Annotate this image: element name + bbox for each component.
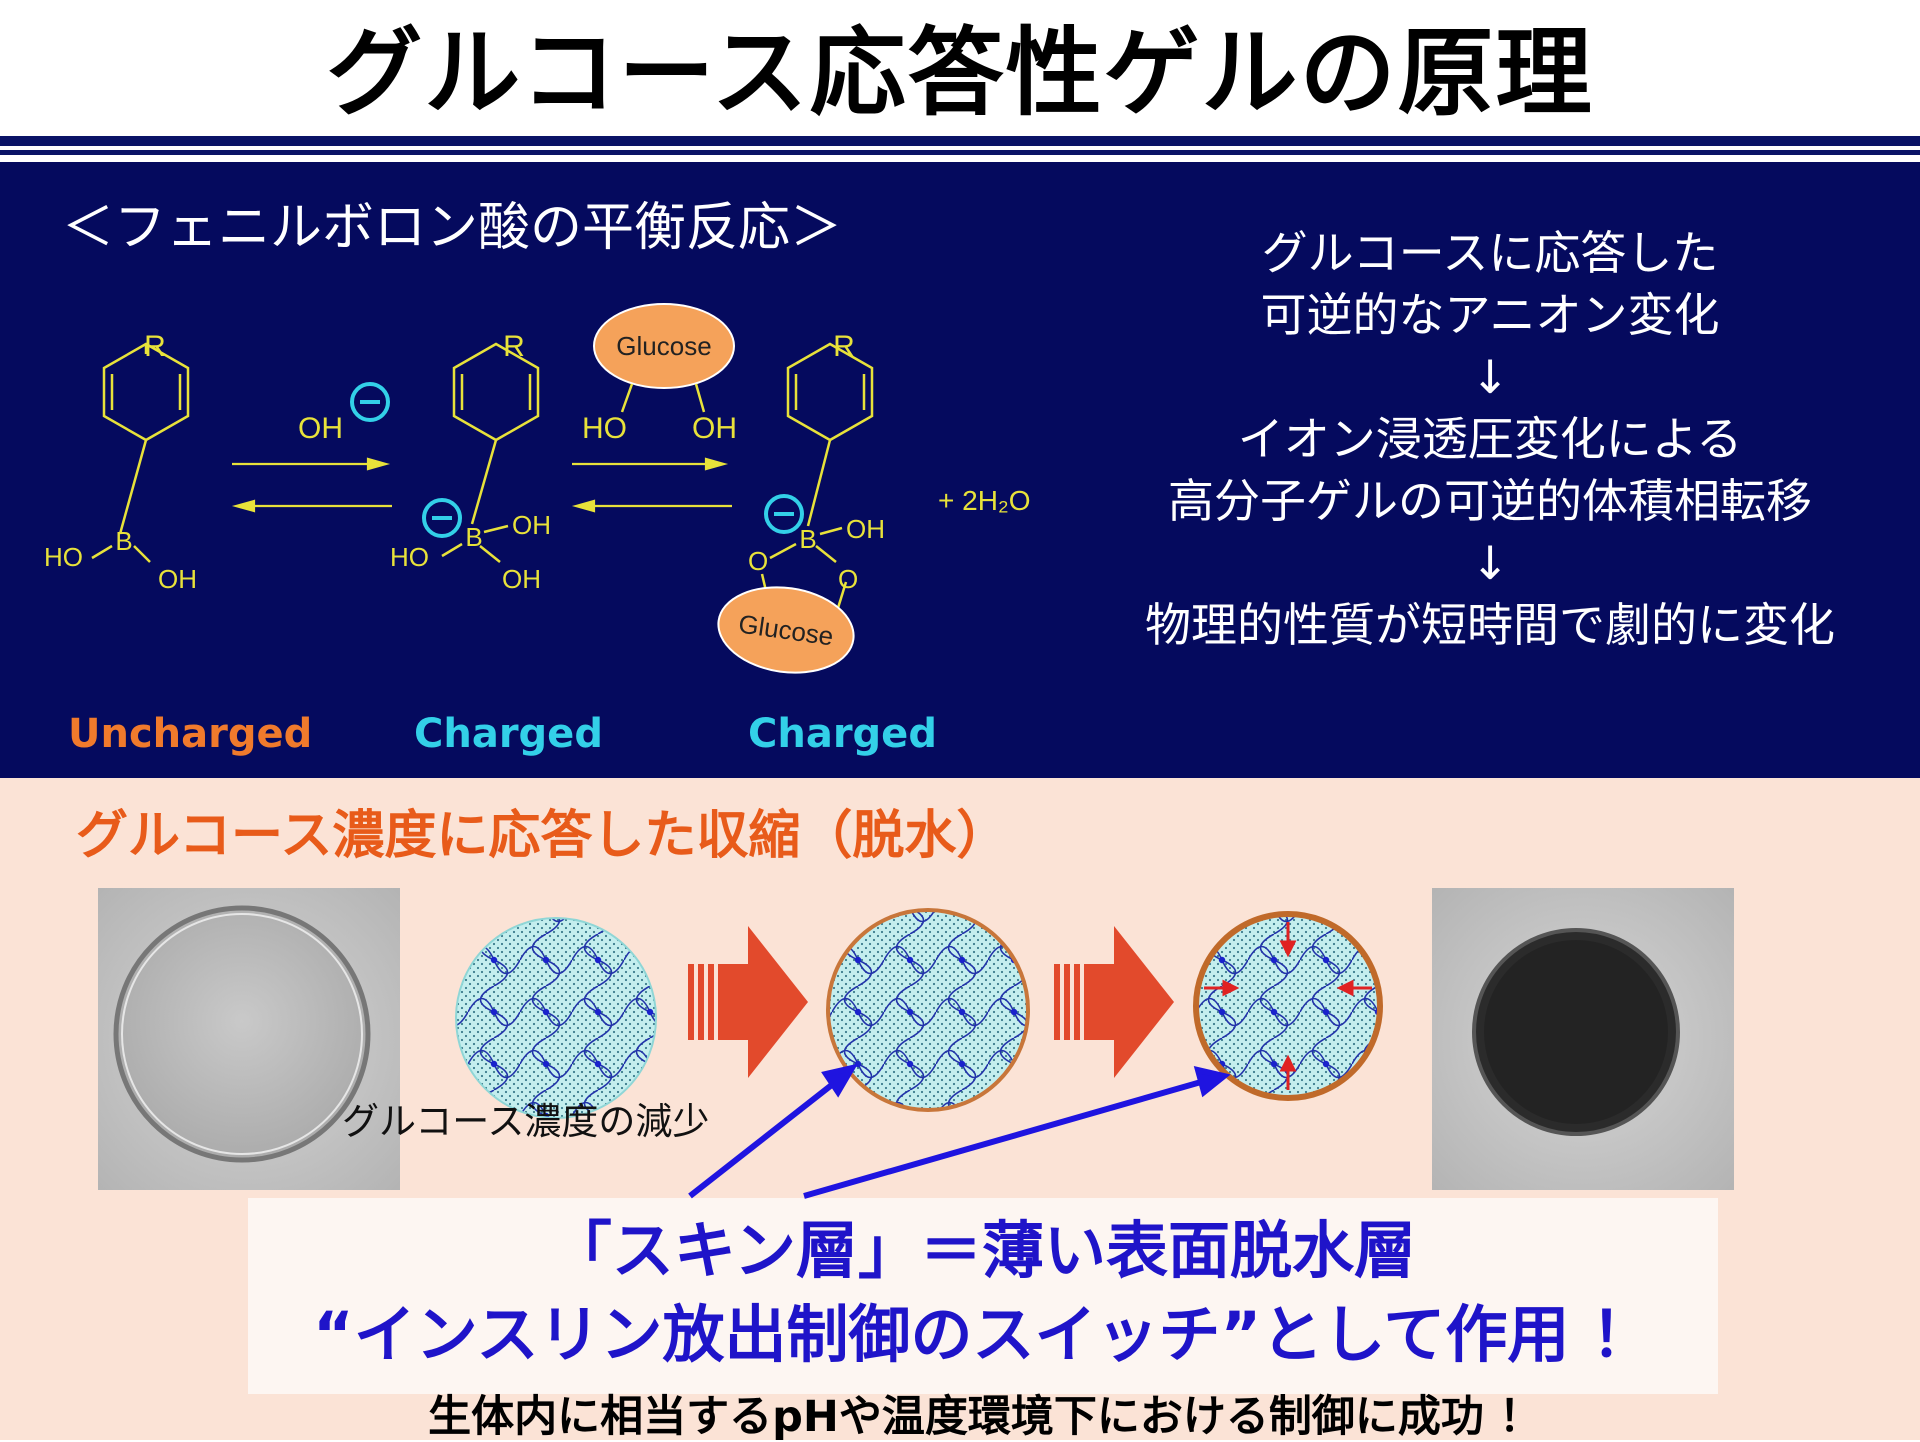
atom-oh-1: OH — [158, 564, 197, 594]
atom-r-2: R — [503, 330, 525, 363]
minus-sign-ester — [764, 494, 804, 534]
phenylboronic-equilibrium-diagram: R B HO OH OH R B HO OH OH — [44, 303, 1031, 674]
glucose-bound: Glucose — [717, 586, 855, 674]
title-rule-thin — [0, 150, 1920, 155]
atom-r-3: R — [833, 330, 855, 363]
glucose-decrease-label: グルコース濃度の減少 — [342, 1100, 710, 1143]
micrograph-swollen-gel — [98, 888, 400, 1190]
equilibrium-arrows-2 — [571, 457, 732, 513]
minus-sign-boronate — [422, 498, 462, 538]
success-statement: 生体内に相当するpHや温度環境下における制御に成功 ！ — [428, 1392, 1542, 1442]
gel-network-skin-forming — [826, 908, 1030, 1112]
flow-line: イオン浸透圧変化による — [1237, 412, 1743, 466]
title-rule-thick — [0, 136, 1920, 146]
contraction-title: グルコース濃度に応答した収縮（脱水） — [76, 806, 1009, 866]
atom-o-3a: O — [748, 546, 768, 576]
shrink-arrow-2 — [1054, 926, 1174, 1078]
flow-arrow: ↓ — [1470, 350, 1510, 404]
atom-oh-2b: OH — [502, 564, 541, 594]
contraction-panel: グルコース濃度に応答した収縮（脱水） — [0, 778, 1920, 1442]
flow-line: グルコースに応答した — [1261, 226, 1719, 280]
conclusion-box: 「スキン層」＝薄い表面脱水層 “インスリン放出制御のスイッチ”として作用 ！ — [248, 1198, 1718, 1394]
conclusion-line-1: 「スキン層」＝薄い表面脱水層 — [549, 1214, 1417, 1287]
equilibrium-panel: ＜フェニルボロン酸の平衡反応＞ R B HO OH OH — [0, 162, 1920, 778]
page-title: グルコース応答性ゲルの原理 — [326, 17, 1594, 129]
equilibrium-heading: ＜フェニルボロン酸の平衡反応＞ — [62, 198, 843, 258]
equilibrium-arrows-1 — [231, 457, 392, 513]
atom-o-3b: O — [838, 564, 858, 594]
glucose-label-top: Glucose — [616, 331, 711, 361]
atom-r-1: R — [144, 330, 166, 363]
atom-oh-glucose: OH — [692, 412, 737, 445]
state-label-charged-1: Charged — [414, 711, 603, 757]
flow-line: 可逆的なアニオン変化 — [1260, 288, 1720, 342]
molecule-charged-boronate — [441, 342, 540, 563]
shrink-arrow-1 — [688, 926, 808, 1078]
gel-network-swollen — [455, 917, 657, 1119]
micrograph-shrunken-gel — [1432, 888, 1734, 1190]
minus-sign-reagent — [350, 382, 390, 422]
flow-arrow: ↓ — [1470, 536, 1510, 590]
reagent-oh: OH — [298, 412, 343, 445]
atom-oh-2a: OH — [512, 510, 551, 540]
atom-ho-2: HO — [390, 542, 429, 572]
atom-ho-1: HO — [44, 542, 83, 572]
atom-oh-3: OH — [846, 514, 885, 544]
flow-line: 物理的性質が短時間で劇的に変化 — [1145, 598, 1835, 652]
water-product: + 2H₂O — [938, 485, 1031, 516]
molecule-uncharged — [91, 342, 190, 563]
atom-b-3: B — [799, 524, 816, 554]
flow-line: 高分子ゲルの可逆的体積相転移 — [1168, 474, 1812, 528]
gel-network-skin-layer — [1193, 911, 1383, 1101]
atom-b-2: B — [465, 522, 482, 552]
state-label-uncharged: Uncharged — [68, 711, 313, 757]
glucose-reactant: Glucose — [593, 303, 735, 413]
atom-b-1: B — [115, 526, 132, 556]
atom-ho-glucose: HO — [582, 412, 627, 445]
mechanism-flow: グルコースに応答した 可逆的なアニオン変化 ↓ イオン浸透圧変化による 高分子ゲ… — [1080, 222, 1900, 656]
state-label-charged-2: Charged — [748, 711, 937, 757]
conclusion-line-2: “インスリン放出制御のスイッチ”として作用 ！ — [313, 1298, 1653, 1371]
